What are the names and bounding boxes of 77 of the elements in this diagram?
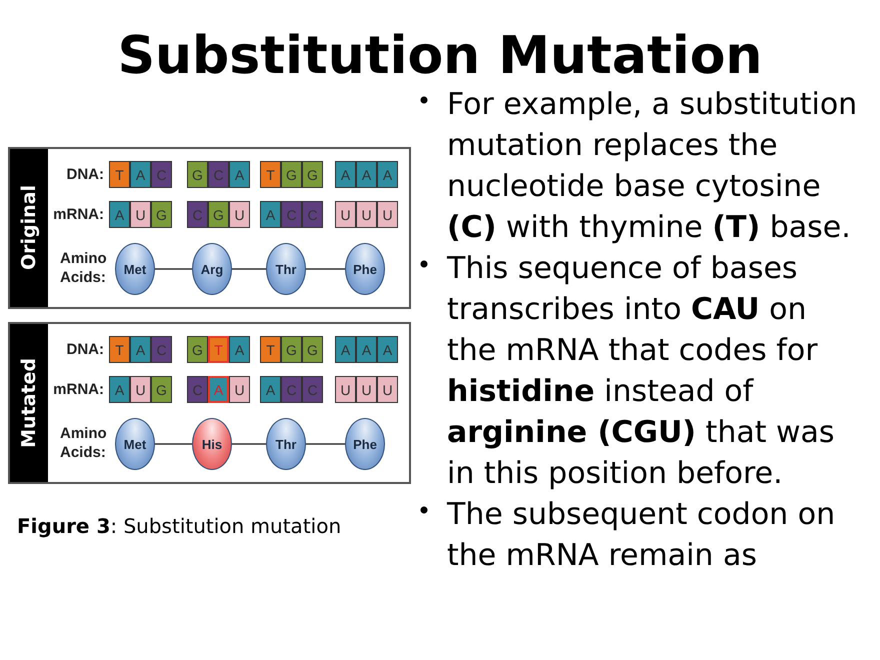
amino-acid-ellipse: His: [192, 418, 232, 470]
row-label: Amino Acids:: [60, 424, 106, 462]
mrna-base-cell: A: [260, 201, 281, 228]
row-label: DNA:: [66, 340, 104, 359]
row-label: mRNA:: [52, 205, 104, 224]
mrna-base-cell: G: [151, 201, 172, 228]
mrna-base-cell: U: [356, 376, 377, 403]
dna-base-cell: A: [335, 336, 356, 363]
connector-line: [232, 443, 266, 445]
dna-base-cell: A: [130, 161, 151, 188]
amino-acid-ellipse: Met: [115, 243, 155, 295]
amino-acid-ellipse: Thr: [266, 418, 306, 470]
mrna-base-cell: U: [229, 201, 250, 228]
row-label: mRNA:: [52, 380, 104, 399]
dna-base-cell: T: [260, 161, 281, 188]
dna-base-cell: A: [377, 336, 398, 363]
row-label: Amino Acids:: [60, 249, 106, 287]
amino-acid-ellipse: Thr: [266, 243, 306, 295]
connector-line: [232, 268, 266, 270]
dna-base-cell: A: [130, 336, 151, 363]
connector-line: [306, 268, 345, 270]
figure-caption: Figure 3: Substitution mutation: [17, 513, 342, 539]
dna-base-cell: A: [229, 161, 250, 188]
panel: [8, 147, 411, 309]
amino-acid-ellipse: Phe: [345, 418, 385, 470]
dna-base-cell: T: [260, 336, 281, 363]
dna-base-cell: A: [335, 161, 356, 188]
bullet-text: This sequence of bases transcribes into CAU on the mRNA that codes for histidine instead of arginine (CGU) that was in this position before.: [447, 251, 835, 491]
mrna-base-cell: U: [335, 201, 356, 228]
amino-acid-ellipse: Arg: [192, 243, 232, 295]
bullet-text: The subsequent codon on the mRNA remain as: [447, 497, 836, 573]
bullet-text: For example, a substitution mutation replaces the nucleotide base cytosine (C) with thymine (T) base.: [447, 87, 858, 245]
mrna-base-cell: U: [130, 201, 151, 228]
amino-acid-ellipse: Met: [115, 418, 155, 470]
mrna-base-cell: C: [302, 201, 323, 228]
connector-line: [155, 443, 192, 445]
dna-base-cell: T: [109, 336, 130, 363]
dna-base-cell: C: [151, 161, 172, 188]
dna-base-cell: G: [281, 161, 302, 188]
mrna-base-cell: C: [281, 201, 302, 228]
mrna-base-cell: A: [208, 376, 229, 403]
dna-base-cell: G: [302, 336, 323, 363]
dna-base-cell: G: [187, 336, 208, 363]
connector-line: [155, 268, 192, 270]
mrna-base-cell: G: [151, 376, 172, 403]
mrna-base-cell: U: [356, 201, 377, 228]
mrna-base-cell: U: [377, 201, 398, 228]
dna-base-cell: A: [229, 336, 250, 363]
amino-acid-ellipse: Phe: [345, 243, 385, 295]
dna-base-cell: A: [377, 161, 398, 188]
mrna-base-cell: A: [109, 376, 130, 403]
dna-base-cell: G: [281, 336, 302, 363]
mrna-base-cell: G: [208, 201, 229, 228]
row-label: DNA:: [66, 165, 104, 184]
mrna-base-cell: C: [281, 376, 302, 403]
mrna-base-cell: A: [260, 376, 281, 403]
dna-base-cell: C: [208, 161, 229, 188]
slide-title: Substitution Mutation: [116, 25, 764, 88]
mrna-base-cell: C: [187, 376, 208, 403]
panel-heading: Original: [18, 185, 40, 270]
dna-base-cell: T: [109, 161, 130, 188]
mrna-base-cell: A: [109, 201, 130, 228]
mrna-base-cell: U: [335, 376, 356, 403]
dna-base-cell: G: [187, 161, 208, 188]
mrna-base-cell: C: [302, 376, 323, 403]
mrna-base-cell: U: [130, 376, 151, 403]
dna-base-cell: A: [356, 161, 377, 188]
mrna-base-cell: C: [187, 201, 208, 228]
dna-base-cell: T: [208, 336, 229, 363]
panel-heading: Mutated: [18, 358, 40, 448]
mrna-base-cell: U: [229, 376, 250, 403]
dna-base-cell: A: [356, 336, 377, 363]
panel: [8, 322, 411, 484]
dna-base-cell: G: [302, 161, 323, 188]
dna-base-cell: C: [151, 336, 172, 363]
connector-line: [306, 443, 345, 445]
mrna-base-cell: U: [377, 376, 398, 403]
